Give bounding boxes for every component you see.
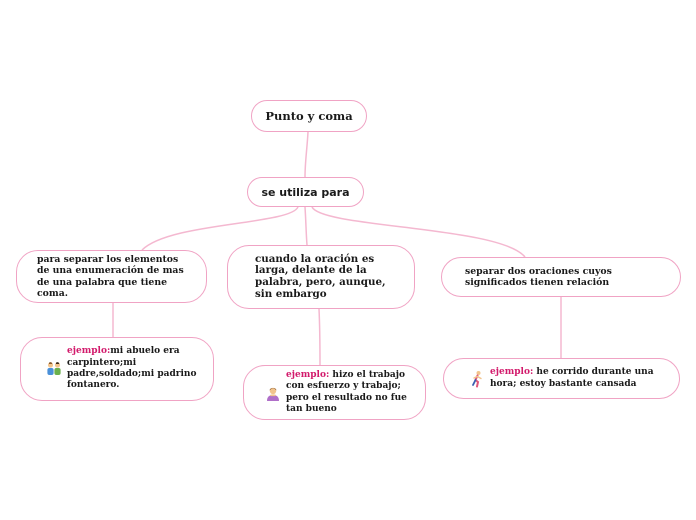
- link-branch2-example2: [318, 308, 321, 366]
- example-text: ejemplo:mi abuelo era carpintero;mi padr…: [67, 346, 203, 392]
- branch-node-long-sentence[interactable]: cuando la oración es larga, delante de l…: [227, 245, 415, 309]
- branch-label: separar dos oraciones cuyos significados…: [465, 265, 612, 289]
- link-sub-branch-2: [304, 206, 308, 246]
- branch-label: cuando la oración es larga, delante de l…: [255, 252, 386, 300]
- root-label: Punto y coma: [265, 109, 353, 123]
- example-body: hizo el trabajo con esfuerzo y trabajo; …: [286, 369, 407, 414]
- example-body: mi abuelo era carpintero;mi padre,soldad…: [67, 346, 197, 391]
- example-node-3[interactable]: ejemplo: he corrido durante una hora; es…: [443, 358, 680, 399]
- example-prefix: ejemplo:: [490, 367, 534, 378]
- sub-node[interactable]: se utiliza para: [247, 177, 364, 207]
- example-body: he corrido durante una hora; estoy basta…: [490, 367, 654, 389]
- example-node-2[interactable]: ejemplo: hizo el trabajo con esfuerzo y …: [243, 365, 426, 420]
- example-text: ejemplo: hizo el trabajo con esfuerzo y …: [286, 370, 417, 416]
- link-sub-branch-3: [311, 206, 526, 258]
- example-node-1[interactable]: ejemplo:mi abuelo era carpintero;mi padr…: [20, 337, 214, 401]
- link-sub-branch-1: [141, 206, 299, 251]
- branch-node-related-sentences[interactable]: separar dos oraciones cuyos significados…: [441, 257, 681, 297]
- branch-node-enumeration[interactable]: para separar los elementos de una enumer…: [16, 250, 207, 303]
- person-bowing-icon: [264, 384, 282, 402]
- link-root-sub: [304, 131, 309, 178]
- sub-label: se utiliza para: [261, 185, 350, 199]
- branch-label: para separar los elementos de una enumer…: [37, 253, 184, 300]
- example-prefix: ejemplo:: [286, 369, 330, 380]
- runner-icon: [468, 370, 486, 388]
- example-prefix: ejemplo:: [67, 346, 111, 357]
- example-text: ejemplo: he corrido durante una hora; es…: [490, 367, 669, 390]
- root-node[interactable]: Punto y coma: [251, 100, 367, 132]
- two-men-icon: [45, 360, 63, 378]
